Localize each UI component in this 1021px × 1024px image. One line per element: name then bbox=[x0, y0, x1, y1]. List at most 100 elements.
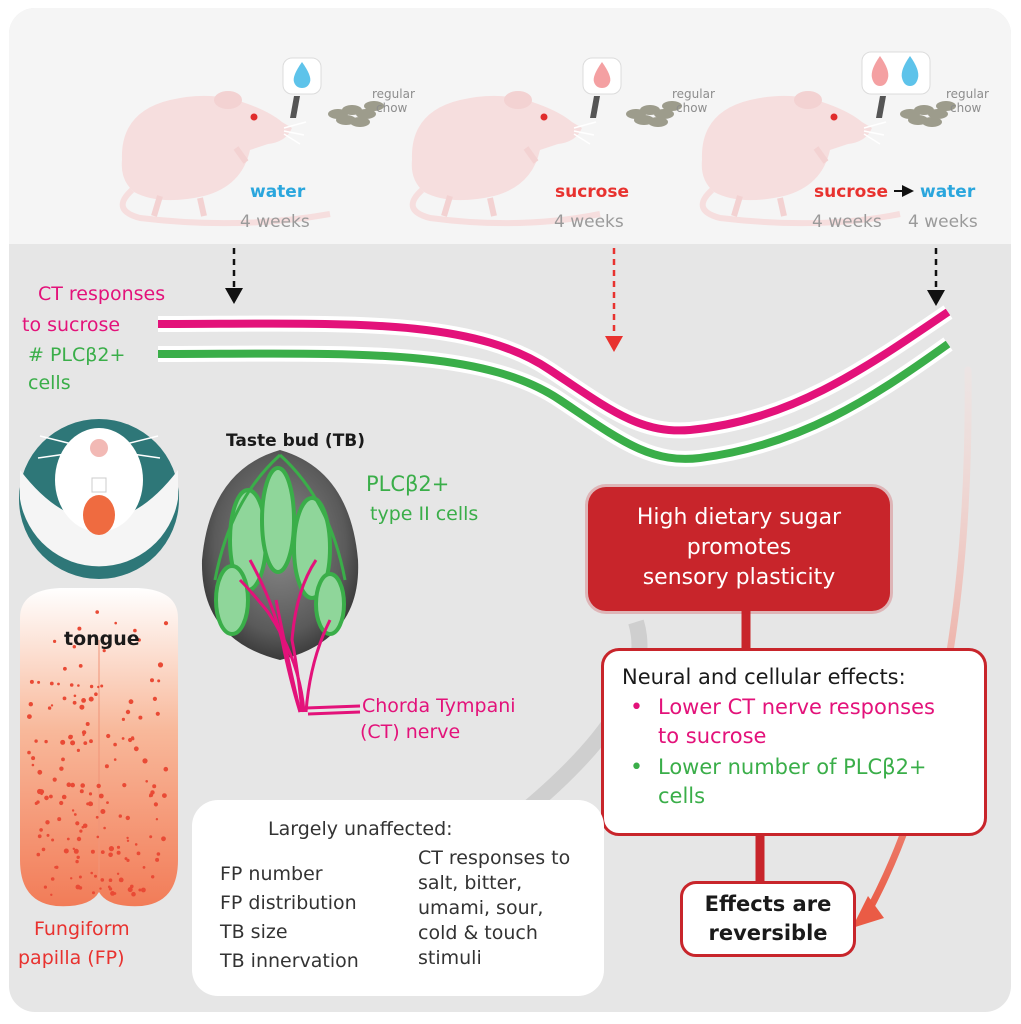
fp-dot bbox=[98, 793, 104, 799]
fp-dot bbox=[37, 788, 43, 795]
reversible-line1: Effects are bbox=[704, 892, 832, 916]
fp-dot bbox=[126, 839, 130, 842]
condition-3-duration-b: 4 weeks bbox=[908, 212, 978, 232]
fp-dot bbox=[69, 734, 73, 739]
fp-dot bbox=[95, 610, 99, 614]
fp-dot bbox=[39, 828, 43, 832]
fp-dot bbox=[116, 872, 120, 875]
fp-dot bbox=[156, 852, 161, 856]
fp-dot bbox=[44, 795, 49, 801]
fp-dot bbox=[47, 706, 52, 710]
fp-dot bbox=[82, 733, 85, 737]
fp-dot bbox=[126, 836, 129, 840]
fp-dot bbox=[73, 848, 79, 854]
fp-dot bbox=[141, 887, 146, 893]
fp-dot bbox=[108, 852, 113, 858]
fp-dot bbox=[46, 833, 50, 837]
fp-label-line2: papilla (FP) bbox=[18, 947, 125, 969]
fp-dot bbox=[57, 817, 62, 822]
fp-dot bbox=[138, 888, 142, 892]
rat-head-tongue-icon bbox=[19, 419, 179, 579]
unaffected-col1: FP number FP distribution TB size TB inn… bbox=[220, 860, 359, 976]
fp-dot bbox=[106, 733, 111, 739]
fp-dot bbox=[85, 722, 90, 726]
fp-dot bbox=[76, 836, 82, 842]
fp-dot bbox=[95, 815, 99, 819]
fp-dot bbox=[118, 877, 124, 883]
fp-dot bbox=[134, 843, 138, 846]
fp-dot bbox=[155, 711, 160, 716]
fp-dot bbox=[36, 800, 40, 804]
fp-dot bbox=[43, 885, 48, 889]
fp-dot bbox=[50, 893, 53, 896]
unaffected-item: TB size bbox=[220, 921, 288, 943]
chow-label-3b: chow bbox=[950, 101, 982, 115]
fp-dot bbox=[28, 702, 33, 707]
rat-sucrose-illustration bbox=[409, 57, 682, 227]
fp-dot bbox=[78, 875, 82, 879]
ct-nerve-label-line2: (CT) nerve bbox=[360, 721, 460, 743]
fp-dot bbox=[157, 662, 164, 668]
fp-dot bbox=[107, 885, 111, 889]
fp-dot bbox=[81, 825, 85, 829]
chow-label-3a: regular bbox=[946, 87, 989, 101]
fp-dot bbox=[79, 704, 85, 710]
fp-dot bbox=[133, 746, 139, 752]
fp-dot bbox=[96, 783, 101, 789]
fp-dot bbox=[53, 639, 57, 644]
fp-dot bbox=[97, 685, 100, 689]
legend-ct-line2: to sucrose bbox=[22, 314, 120, 336]
fp-dot bbox=[61, 794, 67, 800]
unaffected-item: cold & touch bbox=[418, 922, 538, 944]
fp-dot bbox=[31, 756, 36, 761]
fp-dot bbox=[45, 820, 50, 825]
fp-dot bbox=[148, 794, 152, 798]
fp-dot bbox=[108, 846, 114, 852]
fp-dot bbox=[152, 784, 157, 789]
fp-dot bbox=[161, 836, 166, 842]
legend-plc-line2: cells bbox=[28, 372, 71, 394]
fp-dot bbox=[51, 838, 55, 842]
fp-dot bbox=[29, 679, 34, 684]
effects-heading: Neural and cellular effects: bbox=[622, 665, 906, 689]
condition-1-drink: water bbox=[250, 182, 306, 202]
fp-dot bbox=[72, 700, 77, 705]
fp-dot bbox=[79, 829, 83, 833]
fp-dot bbox=[90, 871, 93, 875]
fp-dot bbox=[57, 682, 60, 686]
fp-dot bbox=[131, 736, 135, 740]
fp-dot bbox=[152, 696, 157, 702]
legend-plc-line1: # PLCβ2+ bbox=[28, 344, 125, 366]
tongue-label: tongue bbox=[64, 628, 140, 650]
fp-dot bbox=[72, 847, 76, 850]
fp-dot bbox=[52, 777, 57, 782]
fp-dot bbox=[41, 847, 46, 852]
fp-dot bbox=[77, 626, 82, 631]
chow-label-1b: chow bbox=[376, 101, 408, 115]
chow-label-2a: regular bbox=[672, 87, 715, 101]
fp-dot bbox=[96, 835, 100, 839]
fp-dot bbox=[127, 887, 133, 893]
fp-dot bbox=[103, 826, 106, 830]
fp-dot bbox=[131, 891, 136, 897]
fp-dot bbox=[70, 740, 76, 746]
legend-ct-line1: CT responses bbox=[38, 283, 165, 305]
fp-dot bbox=[100, 809, 106, 814]
fp-dot bbox=[80, 783, 85, 788]
fp-dot bbox=[77, 684, 80, 687]
unaffected-item: umami, sour, bbox=[418, 897, 544, 919]
condition-3-drink-a: sucrose bbox=[814, 182, 888, 202]
fp-dot bbox=[99, 887, 102, 890]
condition-3-duration-a: 4 weeks bbox=[812, 212, 882, 232]
unaffected-item: salt, bitter, bbox=[418, 872, 523, 894]
fp-dot bbox=[69, 683, 74, 687]
fp-dot bbox=[37, 680, 41, 684]
rat-sucrose-water-illustration bbox=[699, 51, 956, 227]
main-line-1: High dietary sugar bbox=[636, 505, 842, 530]
dashed-arrow-3 bbox=[927, 248, 945, 306]
fp-dot bbox=[89, 684, 94, 689]
effect-plc-line2: cells bbox=[658, 784, 706, 808]
unaffected-item: FP number bbox=[220, 863, 323, 885]
condition-2-drink: sucrose bbox=[555, 182, 629, 202]
fp-dot bbox=[142, 758, 148, 764]
